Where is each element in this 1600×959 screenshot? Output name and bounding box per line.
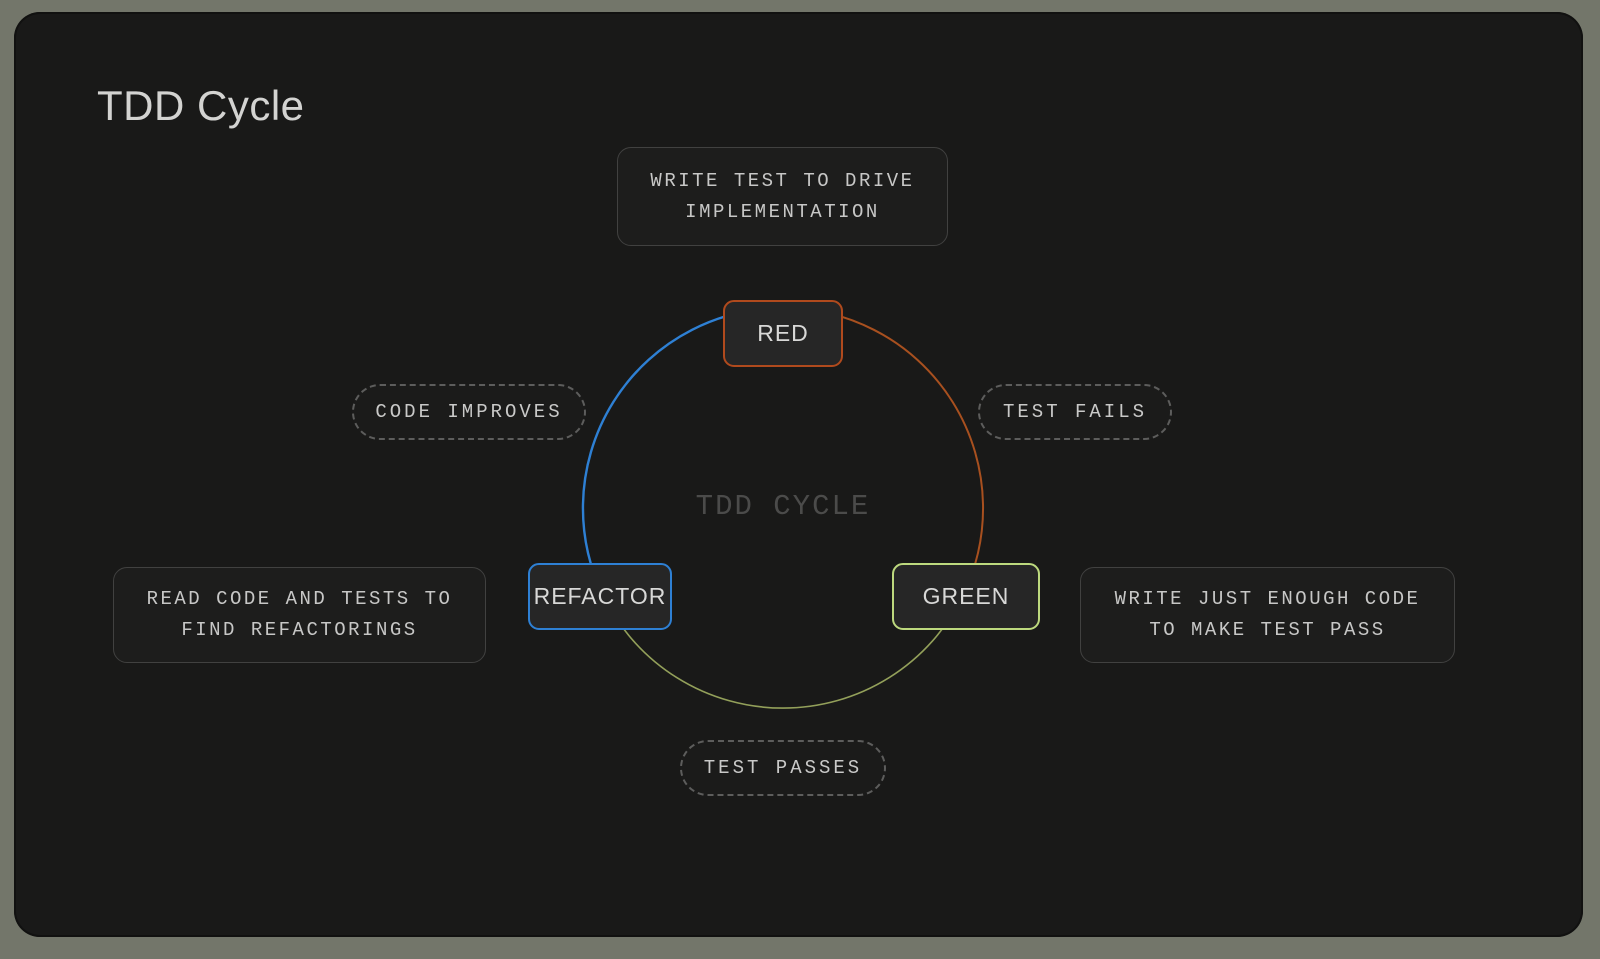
note-write-test: WRITE TEST TO DRIVE IMPLEMENTATION: [617, 147, 948, 246]
node-green: GREEN: [892, 563, 1040, 630]
transition-test-fails: TEST FAILS: [978, 384, 1172, 440]
cycle-center-label: TDD CYCLE: [695, 490, 871, 523]
transition-code-improves: CODE IMPROVES: [352, 384, 586, 440]
node-refactor: REFACTOR: [528, 563, 672, 630]
transition-test-passes: TEST PASSES: [680, 740, 886, 796]
page-title: TDD Cycle: [97, 82, 305, 129]
arc-green-to-refactor: [602, 595, 964, 709]
note-read-code: READ CODE AND TESTS TO FIND REFACTORINGS: [113, 567, 486, 663]
note-write-enough-code: WRITE JUST ENOUGH CODE TO MAKE TEST PASS: [1080, 567, 1455, 663]
node-red: RED: [723, 300, 843, 367]
